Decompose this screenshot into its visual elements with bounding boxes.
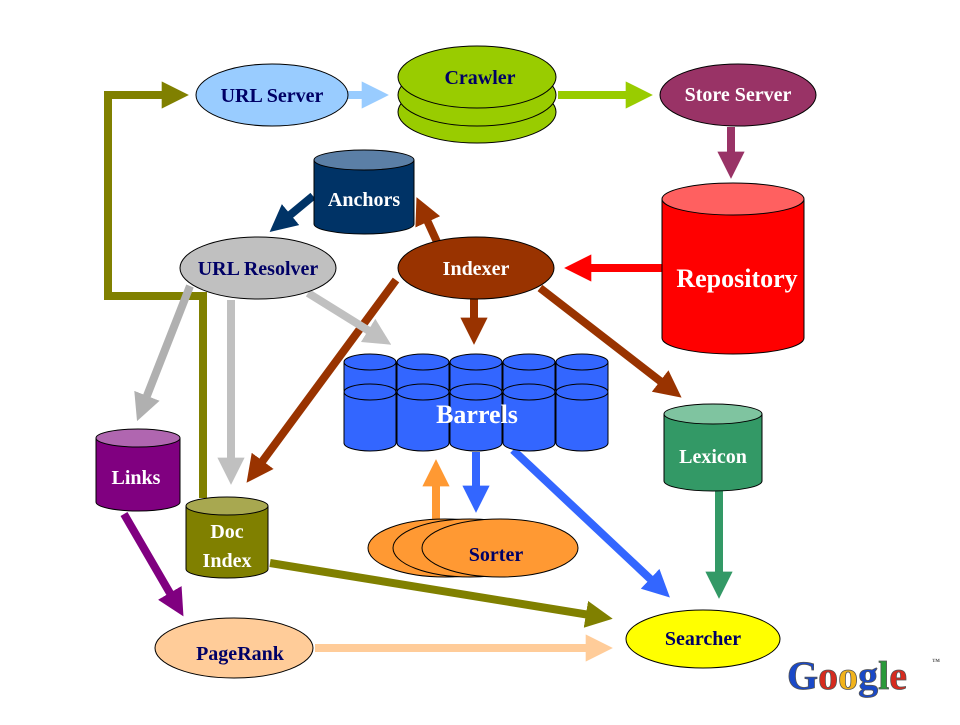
arrow-urlresolver-to-links <box>134 284 194 422</box>
sorter-label: Sorter <box>469 544 524 566</box>
google-logo-text: Google <box>787 653 907 698</box>
url-resolver-node: URL Resolver <box>179 236 337 300</box>
url-server-label: URL Server <box>221 85 324 107</box>
url-resolver-label: URL Resolver <box>198 258 319 280</box>
arrow-docindex-to-urlserver <box>104 81 207 498</box>
doc-index-label-line1: Doc <box>210 521 243 543</box>
searcher-node: Searcher <box>625 609 781 669</box>
arrow-indexer-to-docindex <box>246 277 400 483</box>
barrels-node: Barrels <box>343 353 609 452</box>
anchors-node: Anchors <box>313 149 415 235</box>
arrows <box>104 81 745 662</box>
store-server-node: Store Server <box>659 63 817 127</box>
repository-node: Repository <box>661 182 805 355</box>
google-logo: Google ™ <box>787 653 940 699</box>
arrow-anchors-to-urlresolver <box>269 192 316 232</box>
barrels-row-front <box>343 383 609 452</box>
google-logo-tm: ™ <box>932 657 940 666</box>
searcher-label: Searcher <box>665 628 741 650</box>
crawler-label: Crawler <box>444 67 515 89</box>
arrow-indexer-to-lexicon <box>537 284 682 398</box>
barrels-label: Barrels <box>436 400 518 429</box>
links-node: Links <box>95 428 181 512</box>
indexer-node: Indexer <box>397 236 555 300</box>
crawler-node: Crawler <box>397 45 557 144</box>
arrow-urlresolver-to-barrels <box>305 289 392 345</box>
arrow-links-to-pagerank <box>120 511 184 617</box>
lexicon-node: Lexicon <box>663 403 763 492</box>
repository-label: Repository <box>676 264 797 293</box>
arrow-docindex-to-searcher <box>269 559 613 628</box>
url-server-node: URL Server <box>195 63 349 127</box>
links-label: Links <box>112 467 161 489</box>
doc-index-label-line2: Index <box>203 550 252 572</box>
lexicon-label: Lexicon <box>679 446 747 468</box>
anchors-label: Anchors <box>328 189 400 211</box>
doc-index-node: Doc Index <box>185 496 269 579</box>
arrow-indexer-to-anchors <box>415 197 441 244</box>
store-server-label: Store Server <box>685 84 792 106</box>
sorter-node: Sorter <box>367 518 579 578</box>
arrow-barrels-to-searcher <box>510 447 670 598</box>
pagerank-label: PageRank <box>196 643 285 665</box>
pagerank-node: PageRank <box>154 617 314 679</box>
indexer-label: Indexer <box>443 258 510 280</box>
